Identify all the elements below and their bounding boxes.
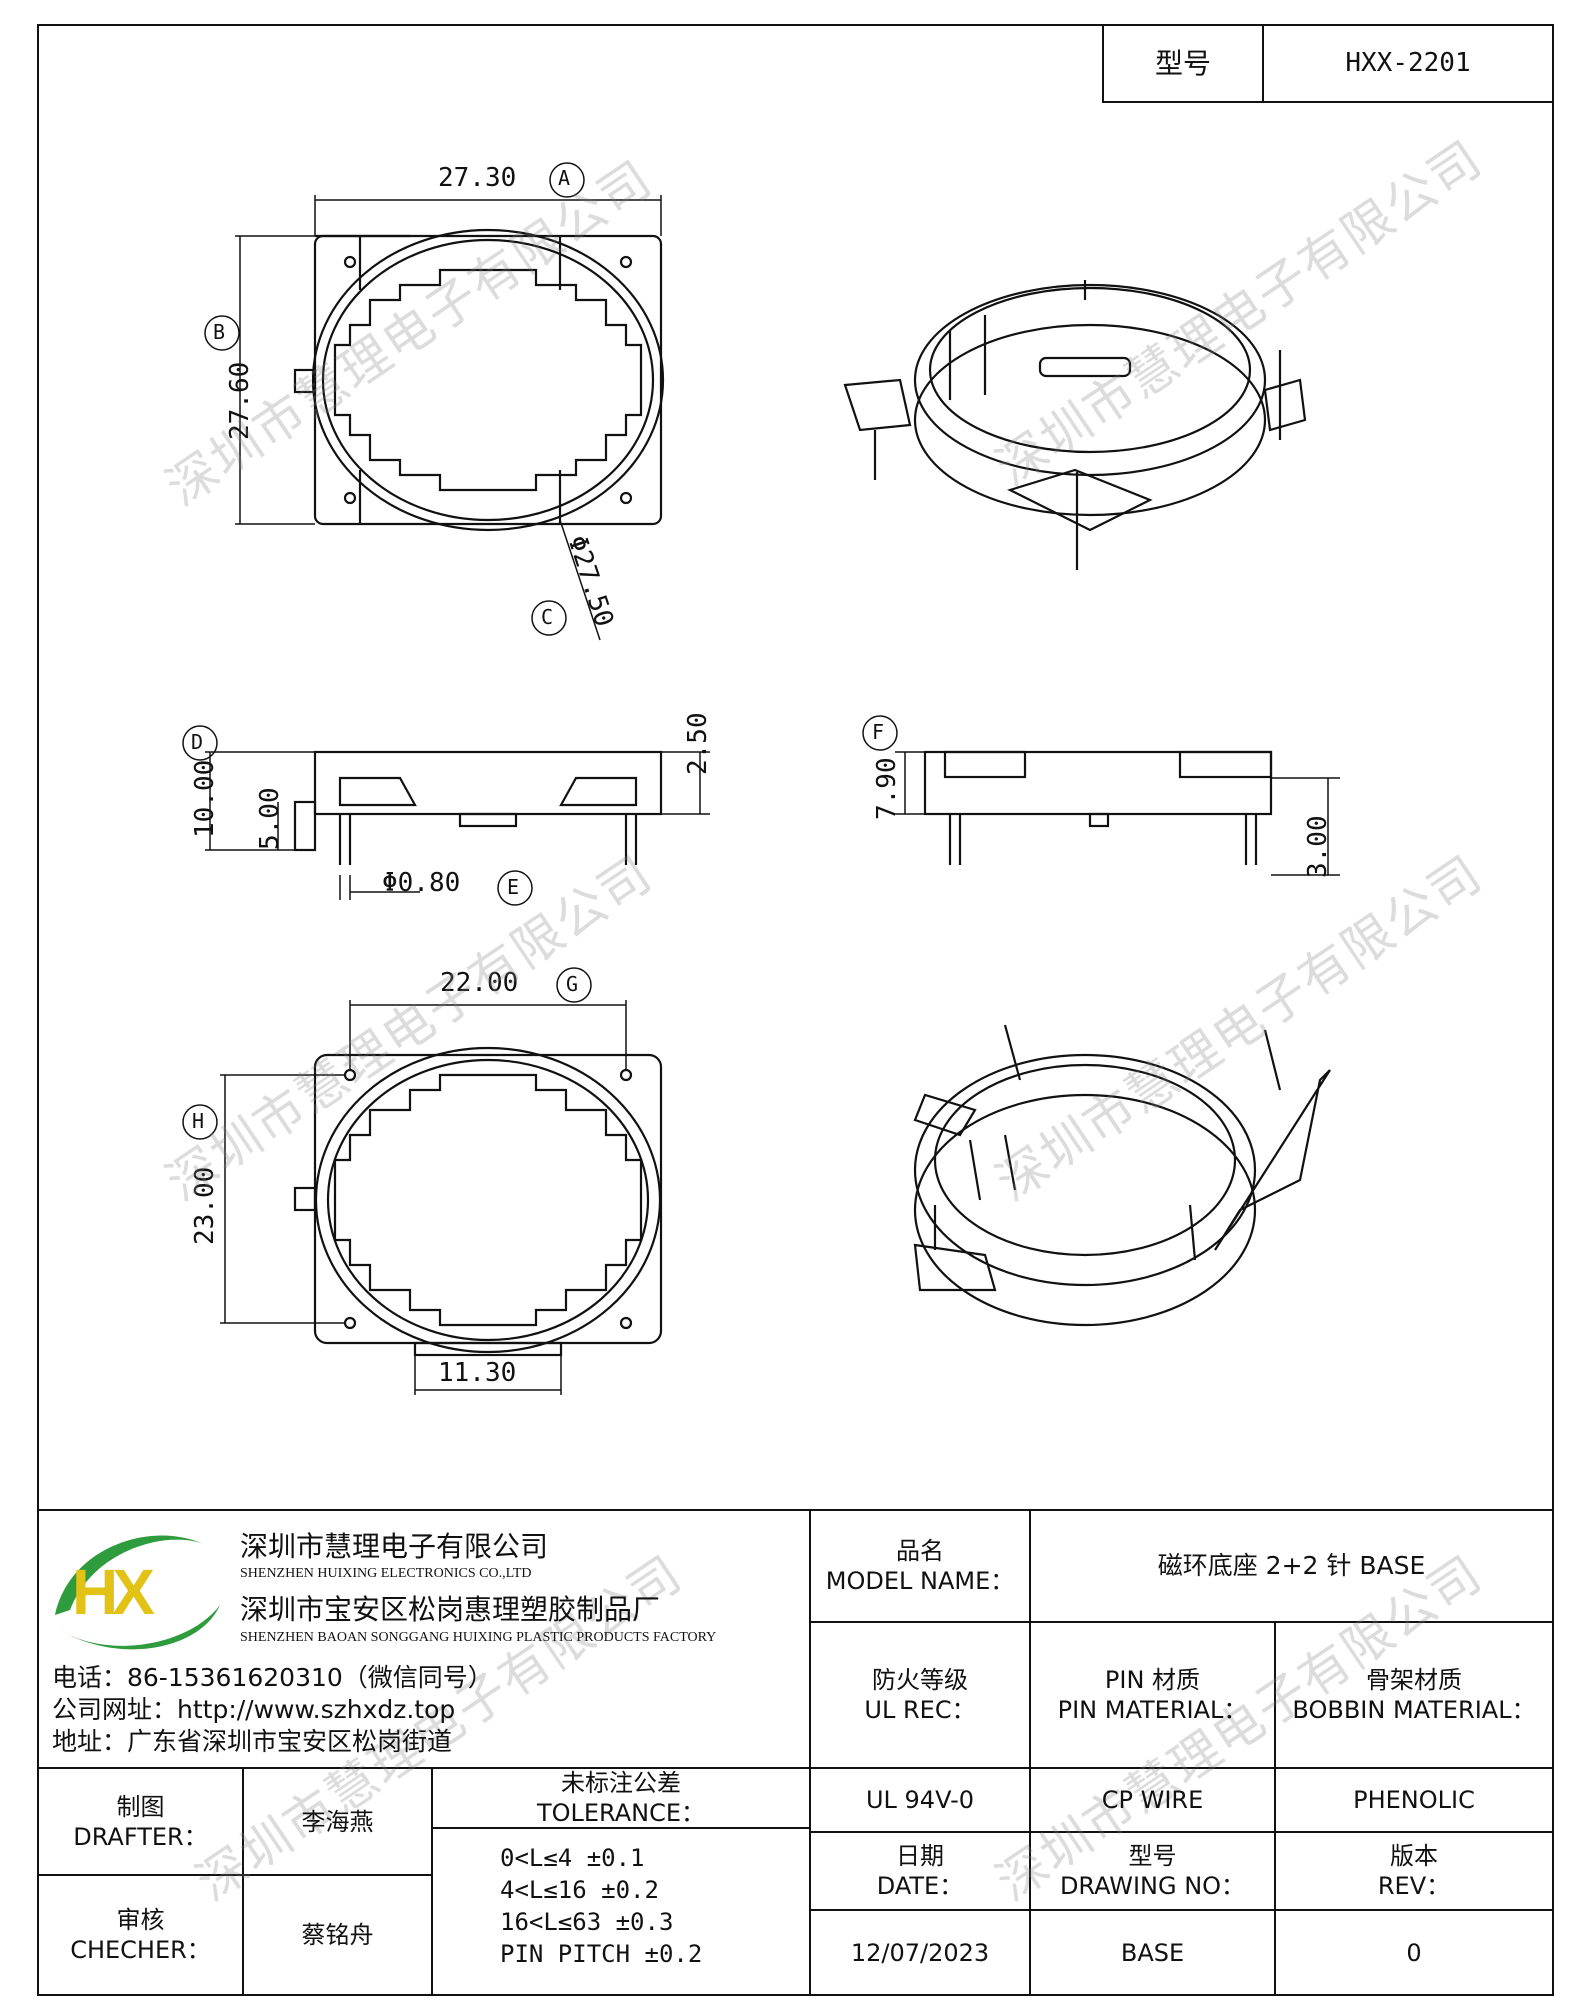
front-view xyxy=(293,750,663,865)
dim-d-tag: D xyxy=(191,730,204,754)
factory-name-en: SHENZHEN BAOAN SONGGANG HUIXING PLASTIC … xyxy=(240,1630,717,1645)
logo-swoosh-icon xyxy=(55,1535,205,1615)
dim-1130-value: 11.30 xyxy=(438,1358,517,1388)
tolerance-line: 4<L≤16 ±0.2 xyxy=(500,1876,659,1904)
model-name-value: 磁环底座 2+2 针 BASE xyxy=(1157,1551,1426,1581)
company-name-cn: 深圳市慧理电子有限公司 xyxy=(240,1530,549,1563)
ul-rec-value: UL 94V-0 xyxy=(865,1786,975,1814)
tolerance-line: 16<L≤63 ±0.3 xyxy=(500,1908,674,1936)
bottom-view-dims xyxy=(182,967,627,1395)
dim-250-value: 2.50 xyxy=(683,712,713,775)
dim-e-tag: E xyxy=(507,875,520,899)
dim-b-value: 27.60 xyxy=(225,361,255,440)
drawing-no-label: 型号 DRAWING NO： xyxy=(1059,1842,1246,1900)
logo-text: HX xyxy=(72,1556,155,1628)
company-phone: 电话：86-15361620310（微信同号） xyxy=(52,1663,493,1692)
company-logo xyxy=(55,1535,220,1650)
bobbin-material-label: 骨架材质 BOBBIN MATERIAL： xyxy=(1292,1666,1536,1724)
header-model-value: HXX-2201 xyxy=(1345,48,1471,79)
side-view-dims xyxy=(862,715,1340,876)
header-model-label: 型号 xyxy=(1154,47,1211,80)
dim-5-value: 5.00 xyxy=(255,787,285,850)
company-name-en: SHENZHEN HUIXING ELECTRONICS CO.,LTD xyxy=(240,1566,532,1581)
tolerance-line: 0<L≤4 ±0.1 xyxy=(500,1844,645,1872)
factory-name-cn: 深圳市宝安区松岗惠理塑胶制品厂 xyxy=(240,1593,661,1626)
front-view-dims xyxy=(182,725,710,906)
dim-b-tag: B xyxy=(213,320,226,344)
dim-d-value: 10.00 xyxy=(190,759,220,838)
company-website: 公司网址：http://www.szhxdz.top xyxy=(52,1695,456,1724)
tolerance-line: PIN PITCH ±0.2 xyxy=(500,1940,703,1968)
dim-f-value: 7.90 xyxy=(872,757,902,820)
dim-h-tag: H xyxy=(192,1109,205,1133)
dim-g-value: 22.00 xyxy=(440,968,519,998)
date-value: 12/07/2023 xyxy=(850,1938,990,1967)
date-label: 日期 DATE： xyxy=(876,1842,964,1900)
side-view xyxy=(923,750,1273,865)
dim-c-tag: C xyxy=(541,605,554,629)
top-view xyxy=(293,228,665,532)
drafter-value: 李海燕 xyxy=(301,1807,374,1836)
iso-view-bottom xyxy=(913,1024,1331,1327)
drafter-label: 制图 DRAFTER： xyxy=(73,1792,208,1851)
dim-e-value: Φ0.80 xyxy=(382,868,461,898)
dim-a-value: 27.30 xyxy=(438,163,517,193)
bottom-view xyxy=(293,1046,663,1357)
ul-rec-label: 防火等级 UL REC： xyxy=(864,1666,976,1724)
dim-f-tag: F xyxy=(872,720,885,744)
dim-300-value: 3.00 xyxy=(1303,815,1333,878)
dim-a-tag: A xyxy=(558,166,571,190)
top-view-dims xyxy=(204,162,662,641)
sheet-border xyxy=(37,24,1554,1996)
rev-value: 0 xyxy=(1406,1938,1422,1967)
pin-material-label: PIN 材质 PIN MATERIAL： xyxy=(1057,1666,1248,1724)
dim-h-value: 23.00 xyxy=(190,1166,220,1245)
dim-g-tag: G xyxy=(566,972,579,996)
tolerance-list: 0<L≤4 ±0.1 4<L≤16 ±0.2 16<L≤63 ±0.3 PIN … xyxy=(500,1842,702,1970)
title-block-grid xyxy=(38,1509,1553,1995)
company-address: 地址：广东省深圳市宝安区松岗街道 xyxy=(52,1727,453,1756)
checker-value: 蔡铭舟 xyxy=(301,1921,374,1949)
pin-material-value: CP WIRE xyxy=(1101,1786,1204,1814)
iso-view-top xyxy=(843,280,1307,570)
tolerance-label: 未标注公差 TOLERANCE： xyxy=(536,1769,706,1827)
rev-label: 版本 REV： xyxy=(1377,1842,1451,1900)
header-model-box xyxy=(1102,24,1554,103)
bobbin-material-value: PHENOLIC xyxy=(1353,1786,1475,1814)
drawing-no-value: BASE xyxy=(1120,1938,1185,1967)
model-name-label: 品名 MODEL NAME： xyxy=(825,1537,1015,1595)
logo-swoosh-bottom-icon xyxy=(60,1605,220,1650)
checker-label: 审核 CHECHER： xyxy=(70,1906,211,1964)
